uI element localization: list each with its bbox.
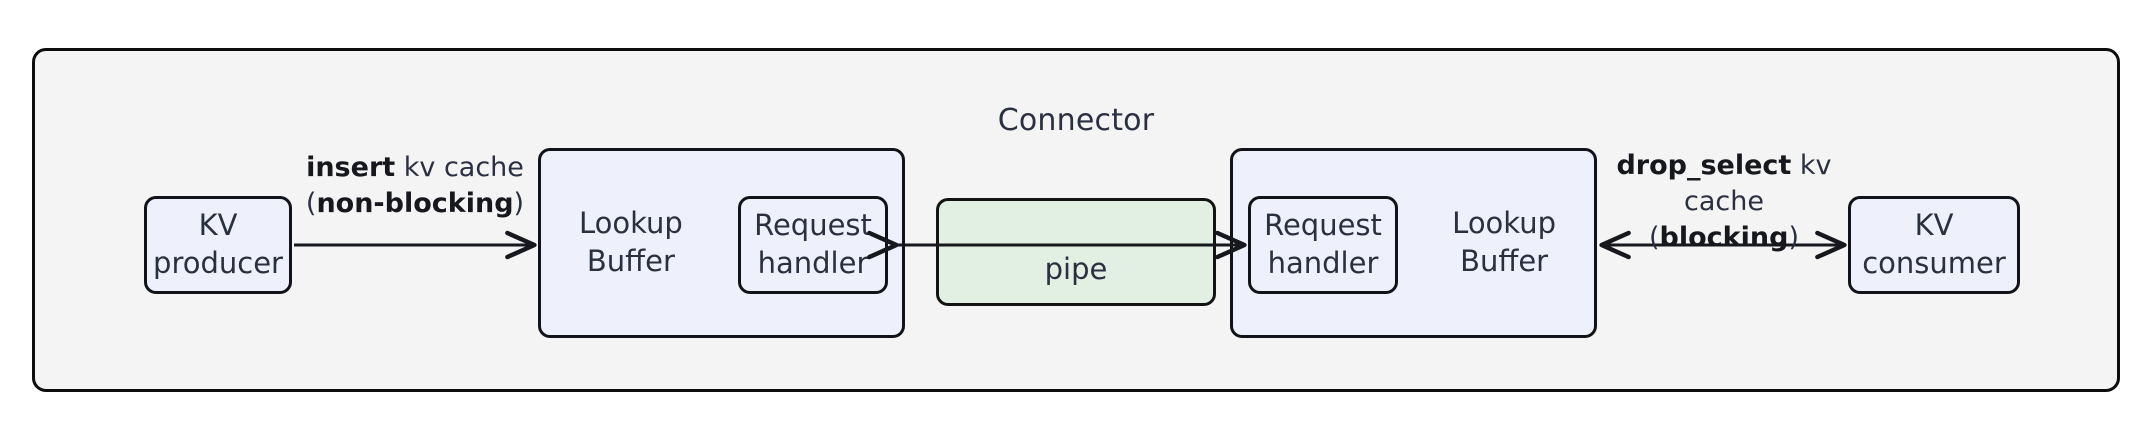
request-handler-right-label: Request handler bbox=[1264, 207, 1382, 282]
edge-label-insert-rest: kv cache bbox=[395, 152, 524, 183]
lookup-buffer-left-label: Lookup Buffer bbox=[579, 205, 683, 280]
lookup-buffer-right-line2: Buffer bbox=[1460, 244, 1549, 278]
edge-label-insert-api: insert bbox=[306, 152, 396, 183]
kv-consumer-node: KV consumer bbox=[1848, 196, 2020, 294]
edge-label-drop-select-close-paren: ) bbox=[1788, 222, 1799, 254]
lookup-buffer-right-label: Lookup Buffer bbox=[1452, 205, 1556, 280]
edge-label-insert-line1: insert kv cache bbox=[292, 150, 538, 186]
lookup-buffer-left-line1: Lookup bbox=[579, 206, 683, 241]
request-handler-right-line1: Request bbox=[1264, 208, 1382, 243]
edge-label-drop-select-api: drop_select bbox=[1616, 150, 1792, 181]
lookup-buffer-left-line2: Buffer bbox=[586, 244, 675, 278]
request-handler-left-line1: Request bbox=[754, 208, 872, 243]
kv-consumer-line1: KV bbox=[1914, 208, 1954, 243]
edge-label-insert-mode: non-blocking bbox=[316, 188, 514, 220]
request-handler-left-node: Request handler bbox=[738, 196, 888, 294]
request-handler-right-line2: handler bbox=[1267, 246, 1379, 280]
pipe-node: pipe bbox=[936, 198, 1216, 306]
kv-producer-line2: producer bbox=[153, 246, 283, 280]
edge-label-insert-close-paren: ) bbox=[513, 188, 525, 220]
edge-label-insert: insert kv cache (non-blocking) bbox=[292, 150, 538, 222]
edge-label-drop-select: drop_select kv cache (blocking) bbox=[1600, 148, 1848, 257]
edge-label-drop-select-line2: (blocking) bbox=[1600, 220, 1848, 256]
edge-label-drop-select-rest: kv cache bbox=[1684, 150, 1832, 218]
edge-label-drop-select-open-paren: ( bbox=[1649, 222, 1660, 254]
request-handler-left-line2: handler bbox=[757, 246, 869, 280]
kv-producer-node: KV producer bbox=[144, 196, 292, 294]
connector-title: Connector bbox=[997, 103, 1155, 138]
edge-label-drop-select-line1: drop_select kv cache bbox=[1600, 148, 1848, 220]
lookup-buffer-right-line1: Lookup bbox=[1452, 206, 1556, 241]
kv-producer-label: KV producer bbox=[153, 207, 283, 282]
edge-label-insert-open-paren: ( bbox=[305, 188, 317, 220]
request-handler-right-node: Request handler bbox=[1248, 196, 1398, 294]
edge-label-insert-line2: (non-blocking) bbox=[292, 186, 538, 222]
kv-consumer-label: KV consumer bbox=[1862, 207, 2006, 282]
pipe-label: pipe bbox=[1044, 252, 1108, 287]
edge-label-drop-select-mode: blocking bbox=[1659, 222, 1789, 254]
request-handler-left-label: Request handler bbox=[754, 207, 872, 282]
kv-producer-line1: KV bbox=[198, 208, 238, 243]
kv-consumer-line2: consumer bbox=[1862, 246, 2006, 280]
